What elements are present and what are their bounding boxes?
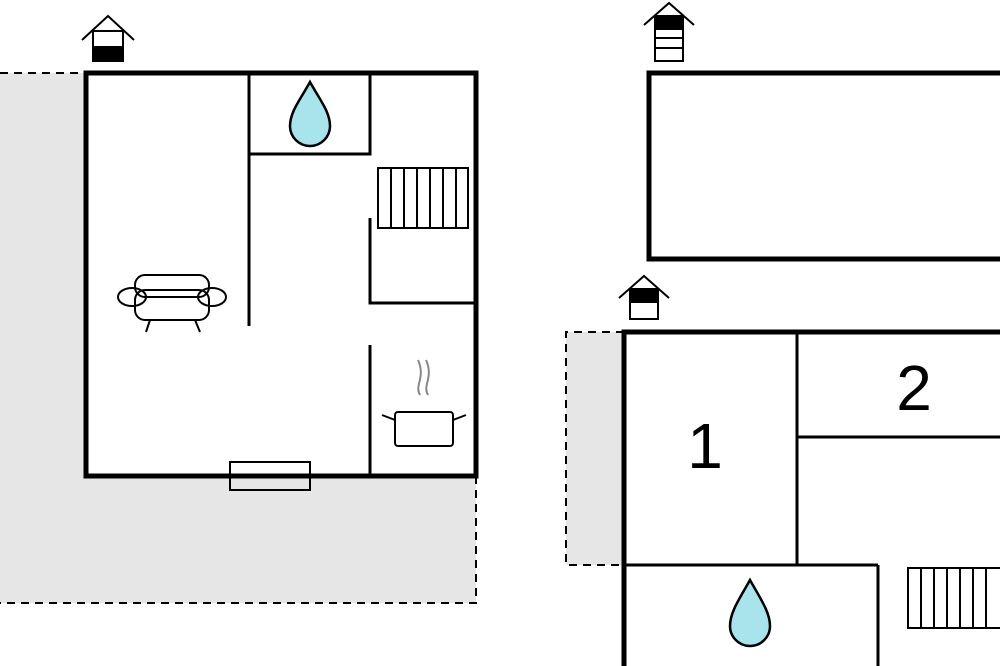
entrance-house-icon xyxy=(618,274,670,320)
terrace-outline xyxy=(0,72,477,604)
terrace-area xyxy=(0,73,476,603)
stairs-icon xyxy=(907,567,1000,629)
window-icon xyxy=(229,461,311,491)
stairs-icon xyxy=(377,167,469,229)
sofa-icon xyxy=(117,274,227,333)
entrance-house-icon xyxy=(643,1,695,62)
first-floor-plan: 1 2 xyxy=(565,274,1000,666)
entrance-house-icon xyxy=(81,14,135,62)
upper-floor-plan xyxy=(643,1,1000,262)
balcony-area xyxy=(566,332,624,565)
upper-floor-outer-wall xyxy=(646,70,1000,262)
water-drop-icon xyxy=(288,79,332,148)
room-label-2: 2 xyxy=(896,352,932,424)
stair-wall xyxy=(368,218,476,305)
room-label-1: 1 xyxy=(687,410,723,482)
water-drop-icon xyxy=(728,577,772,648)
bathroom-wall xyxy=(249,73,372,156)
ground-floor-plan xyxy=(0,14,479,604)
balcony-outline xyxy=(565,331,624,566)
cooking-pot-icon xyxy=(381,359,467,447)
